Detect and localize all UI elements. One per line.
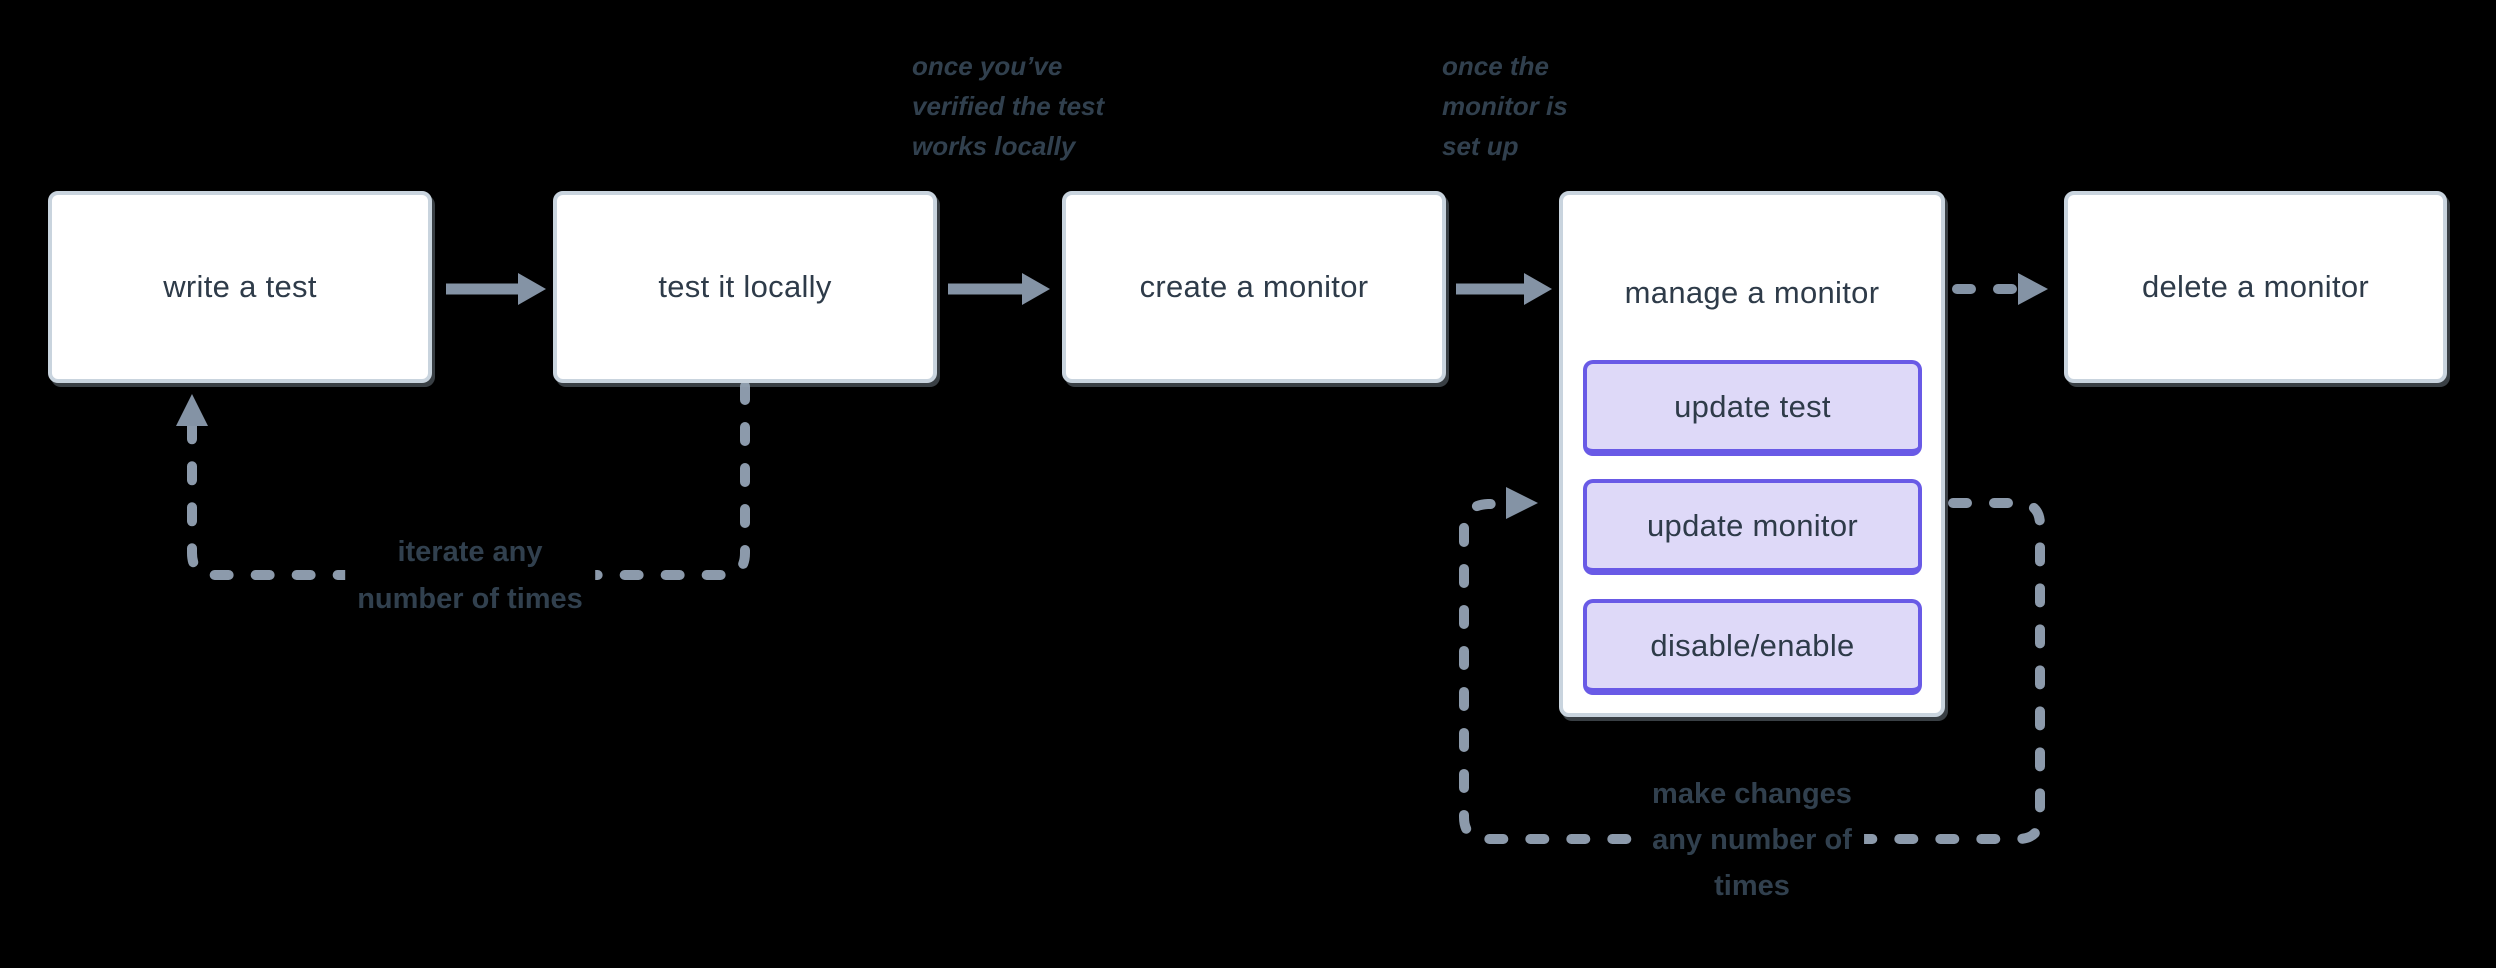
flow-node-test-locally: test it locally — [553, 191, 937, 383]
node-label: test it locally — [658, 269, 832, 304]
arrow-test-to-create — [948, 273, 1050, 305]
flow-node-create-monitor: create a monitor — [1062, 191, 1446, 383]
flow-node-delete-monitor: delete a monitor — [2064, 191, 2447, 383]
node-label: create a monitor — [1139, 269, 1369, 304]
annotation-once-set-up: once the monitor is set up — [1442, 51, 1568, 161]
arrow-manage-to-delete — [1952, 273, 2048, 305]
action-label: update test — [1674, 388, 1831, 424]
action-update-test: update test — [1583, 360, 1922, 456]
action-label: disable/enable — [1650, 627, 1855, 663]
loop-label-iterate: iterate any number of times — [345, 529, 595, 623]
flow-node-manage-monitor: manage a monitor update test update moni… — [1559, 191, 1945, 717]
loop-label-make-changes: make changes any number of times — [1640, 771, 1864, 909]
node-label: manage a monitor — [1624, 275, 1880, 310]
arrow-create-to-manage — [1456, 273, 1552, 305]
annotation-once-verified: once you’ve verified the test works loca… — [912, 51, 1105, 161]
action-label: update monitor — [1647, 507, 1858, 543]
arrow-write-to-test — [446, 273, 546, 305]
action-disable-enable: disable/enable — [1583, 599, 1922, 695]
node-label: delete a monitor — [2141, 269, 2370, 304]
action-update-monitor: update monitor — [1583, 479, 1922, 575]
node-label: write a test — [163, 269, 317, 304]
flow-node-write-test: write a test — [48, 191, 432, 383]
